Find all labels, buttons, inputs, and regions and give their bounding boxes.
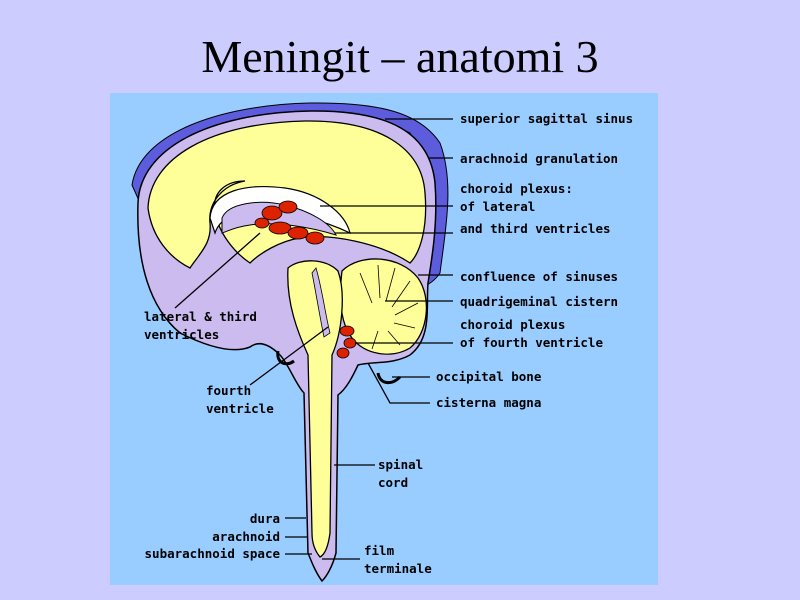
label-lateral-third-line1: lateral & third: [144, 309, 257, 324]
occipital-bone-shape: [376, 372, 402, 384]
choroid-plexus-lateral-third: [254, 200, 325, 245]
label-occipital-bone: occipital bone: [436, 369, 542, 384]
brainstem-spinal-cord: [287, 260, 343, 558]
label-fourth-ventricle-line1: fourth: [206, 383, 251, 398]
label-choroid-plexus-fourth-line1: choroid plexus: [460, 317, 565, 332]
label-spinal-cord-line1: spinal: [378, 457, 423, 472]
label-spinal-cord-line2: cord: [378, 475, 408, 490]
cerebral-aqueduct: [311, 267, 331, 338]
label-confluence-of-sinuses: confluence of sinuses: [460, 269, 618, 284]
meninges-anatomy-diagram: superior sagittal sinus arachnoid granul…: [110, 93, 658, 585]
choroid-plexus-fourth: [336, 325, 357, 359]
skull-base-shape: [276, 350, 295, 366]
label-subarachnoid-space: subarachnoid space: [145, 546, 281, 561]
lateral-ventricle: [221, 201, 337, 236]
slide-title: Meningit – anatomi 3: [201, 31, 599, 82]
label-arachnoid-granulation: arachnoid granulation: [460, 151, 618, 166]
label-superior-sagittal-sinus: superior sagittal sinus: [460, 111, 633, 126]
label-quadrigeminal-cistern: quadrigeminal cistern: [460, 294, 618, 309]
label-film-terminale-line1: film: [364, 543, 395, 558]
diagram-svg: superior sagittal sinus arachnoid granul…: [110, 93, 658, 585]
label-film-terminale-line2: terminale: [364, 561, 432, 576]
label-cisterna-magna: cisterna magna: [436, 395, 541, 410]
label-choroid-plexus-line3: and third ventricles: [460, 221, 611, 236]
label-dura: dura: [250, 511, 280, 526]
label-choroid-plexus-fourth-line2: of fourth ventricle: [460, 335, 603, 350]
label-lateral-third-line2: ventricles: [144, 327, 219, 342]
label-arachnoid: arachnoid: [212, 529, 280, 544]
label-choroid-plexus-line1: choroid plexus:: [460, 181, 573, 196]
leader-lines: [174, 118, 453, 560]
label-choroid-plexus-line2: of lateral: [460, 199, 535, 214]
label-fourth-ventricle-line2: ventricle: [206, 401, 274, 416]
